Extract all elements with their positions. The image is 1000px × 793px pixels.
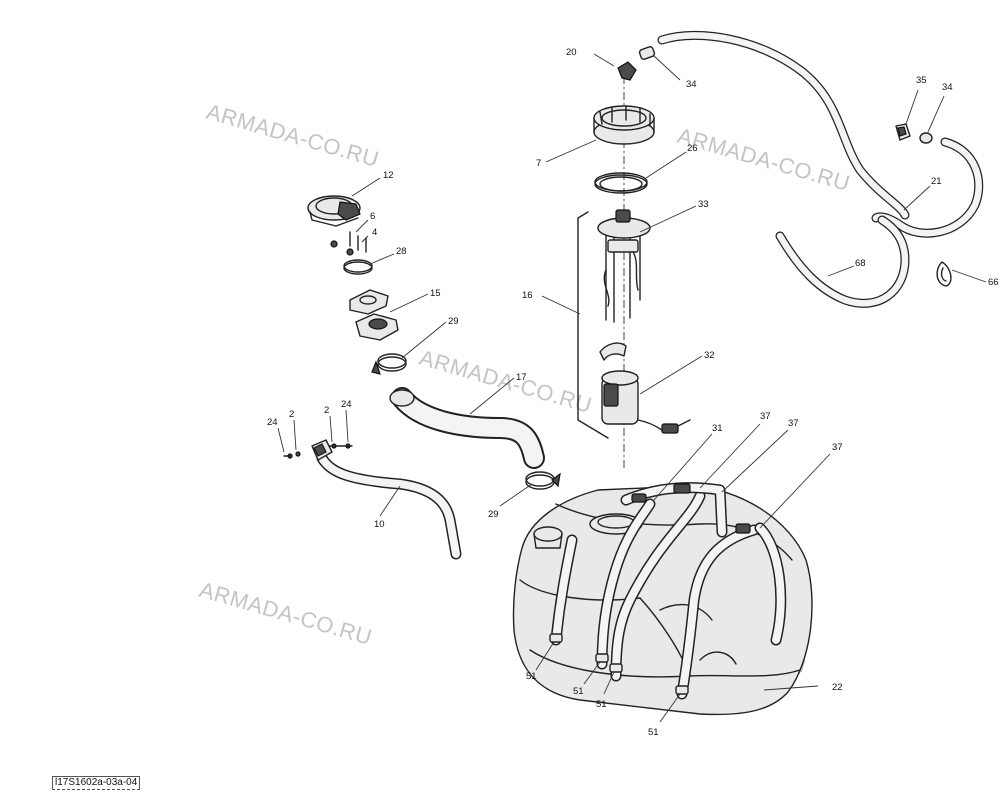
callout-16: 16	[522, 290, 533, 301]
callout-51: 51	[596, 699, 607, 710]
callout-10: 10	[374, 519, 385, 530]
filler-neck-15	[349, 289, 399, 341]
buckle-b	[673, 483, 691, 494]
watermark-3: ARMADA-CO.RU	[417, 345, 595, 418]
callout-33: 33	[698, 199, 709, 210]
fitting-35	[895, 123, 911, 141]
callout-17: 17	[516, 372, 527, 383]
screws-6-4	[330, 231, 367, 256]
callout-21: 21	[931, 176, 942, 187]
fuel-hose-10	[311, 439, 462, 560]
callout-24: 24	[267, 417, 278, 428]
vent-hose-34	[638, 30, 910, 220]
clamp-29-upper	[371, 353, 407, 375]
callout-66: 66	[988, 277, 999, 288]
clamp-34	[919, 132, 933, 144]
callout-20: 20	[566, 47, 577, 58]
callout-24: 24	[341, 399, 352, 410]
filler-cap-12	[307, 195, 361, 227]
callout-29: 29	[488, 509, 499, 520]
callout-12: 12	[383, 170, 394, 181]
gasket-26	[594, 172, 648, 194]
callout-51: 51	[573, 686, 584, 697]
callout-37: 37	[760, 411, 771, 422]
watermark-1: ARMADA-CO.RU	[204, 99, 382, 172]
callout-32: 32	[704, 350, 715, 361]
callout-2: 2	[289, 409, 294, 420]
strap-37-c	[676, 522, 787, 700]
callout-51: 51	[648, 727, 659, 738]
callout-31: 31	[712, 423, 723, 434]
callout-labels: 20 34 35 34 7 26 12 6 4 28 33 21 68 66 1…	[267, 47, 999, 738]
clip-66	[936, 261, 952, 287]
clamp-29-lower	[525, 471, 561, 490]
lock-ring-7	[593, 105, 655, 145]
callout-22: 22	[832, 682, 843, 693]
buckle-c	[735, 523, 751, 534]
watermark-2: ARMADA-CO.RU	[675, 123, 853, 196]
hose-21	[871, 137, 984, 238]
strap-clip-51-c	[609, 663, 623, 673]
fitting-20	[617, 61, 637, 81]
callout-2: 2	[324, 405, 329, 416]
callout-4: 4	[372, 227, 377, 238]
callout-35: 35	[916, 75, 927, 86]
strap-clip-51-a	[549, 633, 563, 643]
strap-tank-left	[550, 534, 578, 646]
fasteners-24-2	[283, 443, 353, 459]
gasket-28	[343, 259, 373, 275]
reference-code: l17S1602a-03a-04	[52, 776, 141, 790]
callout-34: 34	[942, 82, 953, 93]
strap-clip-51-d	[675, 685, 689, 695]
module-bracket-16	[577, 211, 609, 439]
leader-lines	[277, 53, 987, 723]
buckle-a	[631, 493, 647, 503]
hose-68	[775, 215, 910, 308]
strap-37-b	[596, 498, 656, 670]
fuel-pump-module-33	[597, 209, 651, 323]
fuel-pump-32	[599, 342, 691, 434]
callout-7: 7	[536, 158, 541, 169]
watermark-4: ARMADA-CO.RU	[197, 577, 375, 650]
strap-37-a	[610, 490, 706, 682]
filler-hose-17	[389, 387, 545, 469]
callout-26: 26	[687, 143, 698, 154]
callout-68: 68	[855, 258, 866, 269]
callout-15: 15	[430, 288, 441, 299]
callout-51: 51	[526, 671, 537, 682]
callout-37: 37	[788, 418, 799, 429]
strap-clip-51-b	[595, 653, 609, 663]
callout-34: 34	[686, 79, 697, 90]
callout-37: 37	[832, 442, 843, 453]
callout-29: 29	[448, 316, 459, 327]
callout-6: 6	[370, 211, 375, 222]
callout-28: 28	[396, 246, 407, 257]
